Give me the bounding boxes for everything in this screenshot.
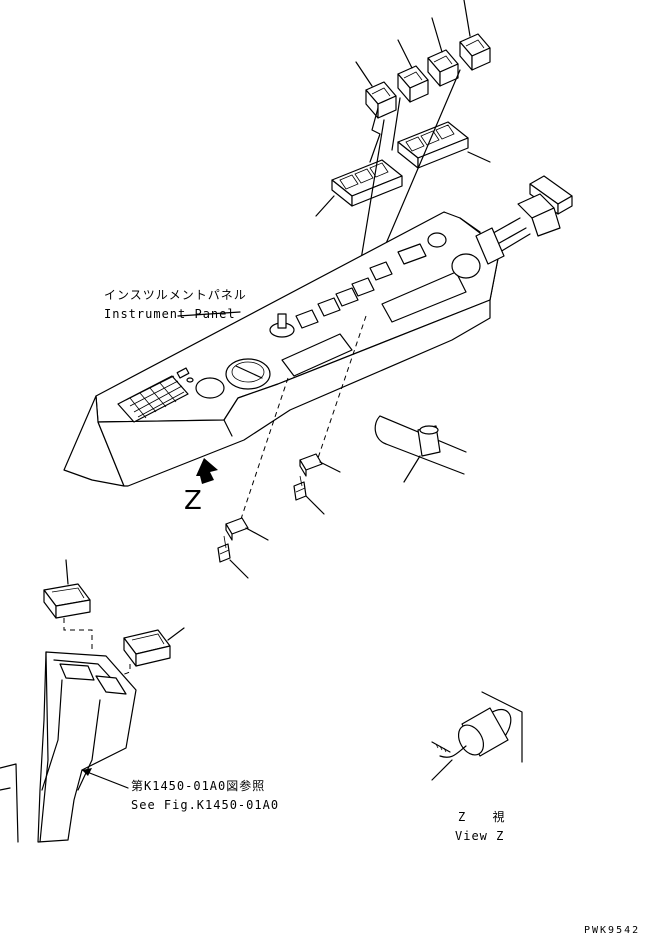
clamp-nut-2 (225, 517, 249, 541)
instrument-panel-label-en: Instrument Panel (104, 307, 236, 321)
switch-cap-2 (397, 65, 429, 103)
view-z-detail (431, 691, 523, 763)
switch-bezel-three-right (397, 121, 469, 169)
switch-cap-4 (459, 33, 491, 71)
rod-with-clip (374, 415, 467, 475)
instrument-panel (63, 211, 505, 487)
z-marker-label: Z (184, 486, 202, 516)
view-z-label-jp: Z 視 (458, 810, 515, 824)
console-column (0, 651, 137, 843)
harness-connector (487, 175, 573, 253)
view-z-label-en: View Z (455, 829, 505, 843)
bolt-1 (293, 475, 307, 501)
view-z-arrow (196, 458, 218, 484)
instrument-panel-label-jp: インスツルメントパネル (104, 288, 247, 302)
switch-cap-3 (427, 49, 459, 87)
switch-lower-1 (43, 583, 91, 619)
see-fig-label-jp: 第K1450-01A0図参照 (131, 779, 266, 793)
see-fig-label-en: See Fig.K1450-01A0 (131, 798, 280, 812)
switch-bezel-three (331, 159, 403, 207)
drawing-code: PWK9542 (584, 925, 641, 936)
clamp-nut-1 (299, 453, 323, 477)
switch-cap-1 (365, 81, 397, 119)
bolt-2 (217, 535, 231, 563)
switch-lower-2 (123, 629, 171, 667)
